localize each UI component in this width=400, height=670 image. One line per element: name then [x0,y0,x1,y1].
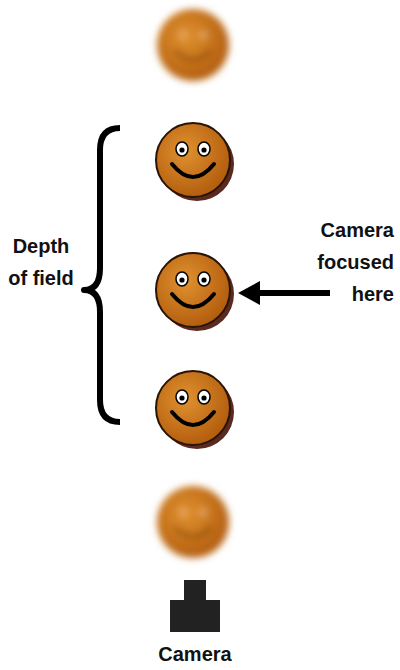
blurred-face [157,486,229,558]
sharp-face [156,123,234,201]
camera-label: Camera [140,638,250,670]
pointer-arrow [256,290,330,296]
sharp-face [156,371,234,449]
depth-of-field-label: Depth of field [4,230,78,294]
sharp-face [156,253,234,331]
camera-icon [170,580,220,632]
curly-bracket [84,128,120,422]
focus-label: Camera focused here [298,214,394,310]
arrow-head [238,281,260,305]
blurred-face [157,9,229,81]
